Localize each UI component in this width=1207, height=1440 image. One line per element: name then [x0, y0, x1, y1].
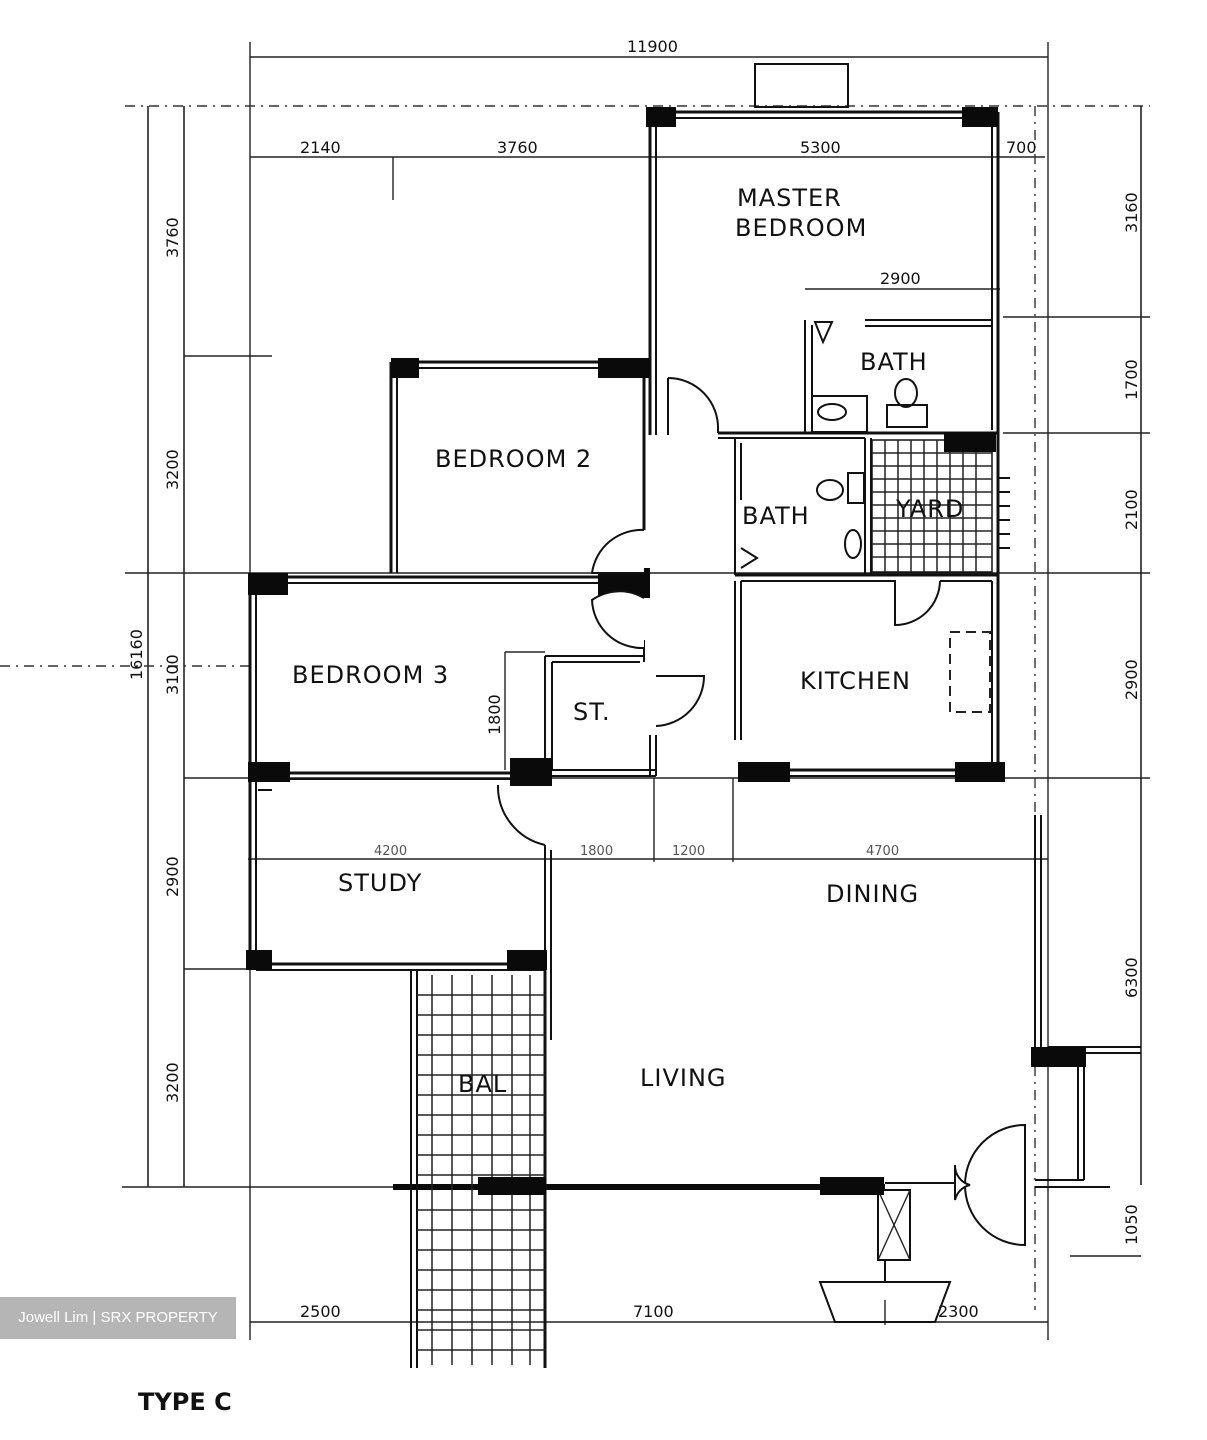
label-master-bedroom-1: MASTER — [737, 184, 842, 212]
dimension-lines — [0, 42, 1150, 1340]
dim-right-6: 1050 — [1122, 1204, 1141, 1245]
dim-master-bath-width: 2900 — [880, 269, 921, 288]
toilet-icon-2 — [816, 479, 844, 501]
dim-left-1: 3760 — [163, 217, 182, 258]
dim-top-2: 3760 — [497, 138, 538, 157]
label-balcony: BAL — [458, 1070, 507, 1098]
dim-right-4: 2900 — [1122, 659, 1141, 700]
label-living: LIVING — [640, 1064, 727, 1092]
balcony-floor-grid — [417, 975, 545, 1365]
label-bedroom-2: BEDROOM 2 — [435, 445, 592, 473]
dim-bottom-2: 7100 — [633, 1302, 674, 1321]
dim-bottom-3: 2300 — [938, 1302, 979, 1321]
shower-icon-2 — [740, 547, 759, 569]
shower-icon — [813, 321, 834, 345]
dim-right-1: 3160 — [1122, 192, 1141, 233]
room-labels: MASTER BEDROOM BATH BEDROOM 2 BATH YARD … — [292, 184, 964, 1098]
dim-mid-3: 1200 — [672, 844, 705, 859]
label-master-bedroom-2: BEDROOM — [735, 214, 867, 242]
dim-mid-4: 4700 — [866, 844, 899, 859]
label-yard: YARD — [895, 495, 964, 523]
dim-left-total: 16160 — [127, 629, 146, 680]
dim-left-3: 3100 — [163, 654, 182, 695]
toilet-icon — [894, 378, 918, 408]
doors — [496, 377, 1026, 1247]
watermark: Jowell Lim | SRX PROPERTY — [0, 1297, 236, 1339]
dim-right-3: 2100 — [1122, 489, 1141, 530]
dim-bottom-1: 2500 — [300, 1302, 341, 1321]
dim-store-depth: 1800 — [485, 694, 504, 735]
stove-outline — [949, 631, 991, 713]
label-study: STUDY — [338, 869, 422, 897]
plan-type-title: TYPE C — [138, 1388, 232, 1416]
dimension-labels: 11900 2140 3760 5300 700 2900 4200 1800 … — [127, 37, 1141, 1321]
dim-top-1: 2140 — [300, 138, 341, 157]
label-master-bath: BATH — [860, 348, 928, 376]
fixtures — [740, 321, 991, 713]
dim-left-4: 2900 — [163, 856, 182, 897]
label-common-bath: BATH — [742, 502, 810, 530]
label-bedroom-3: BEDROOM 3 — [292, 661, 449, 689]
dim-top-4: 700 — [1006, 138, 1037, 157]
dim-left-5: 3200 — [163, 1062, 182, 1103]
dim-top-3: 5300 — [800, 138, 841, 157]
sink-icon-2 — [844, 529, 862, 559]
label-dining: DINING — [826, 880, 919, 908]
dim-right-2: 1700 — [1122, 359, 1141, 400]
dim-left-2: 3200 — [163, 449, 182, 490]
label-kitchen: KITCHEN — [800, 667, 911, 695]
yard-floor-grid — [871, 439, 1010, 573]
structural-columns — [246, 107, 1086, 1195]
sink-icon — [817, 403, 847, 421]
dim-mid-2: 1800 — [580, 844, 613, 859]
dim-right-5: 6300 — [1122, 957, 1141, 998]
dim-top-total: 11900 — [627, 37, 678, 56]
dim-mid-1: 4200 — [374, 844, 407, 859]
label-store: ST. — [573, 698, 611, 726]
